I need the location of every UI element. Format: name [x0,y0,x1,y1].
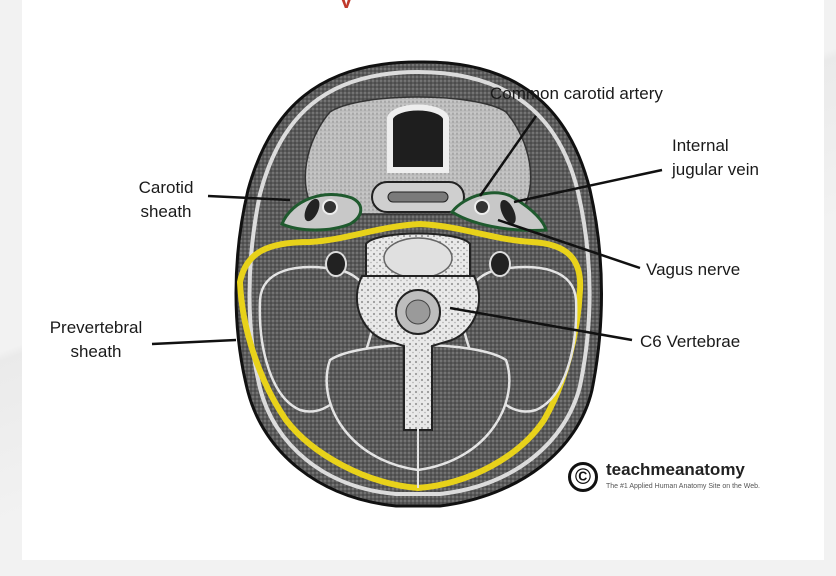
brand-tagline: The #1 Applied Human Anatomy Site on the… [606,483,760,490]
label-carotid-sheath-line2: sheath [124,200,208,224]
label-carotid-sheath: Carotid sheath [124,176,208,224]
brand-name: teachmeanatomy [606,460,745,480]
label-vagus-nerve: Vagus nerve [646,258,740,282]
airway [390,108,446,171]
label-prevertebral-sheath-line2: sheath [40,340,152,364]
label-internal-jugular-vein-line1: Internal [672,134,759,158]
label-internal-jugular-vein-line2: jugular vein [672,158,759,182]
label-prevertebral-sheath-line1: Prevertebral [40,316,152,340]
label-internal-jugular-vein: Internal jugular vein [672,134,759,182]
label-carotid-sheath-line1: Carotid [124,176,208,200]
label-prevertebral-sheath: Prevertebral sheath [40,316,152,364]
label-c6-vertebrae: C6 Vertebrae [640,330,740,354]
label-common-carotid-artery: Common carotid artery [490,82,663,106]
teachmeanatomy-brand: © teachmeanatomy The #1 Applied Human An… [568,458,808,506]
leader-prevertebral-sheath [152,340,236,344]
copyright-icon: © [568,462,598,492]
